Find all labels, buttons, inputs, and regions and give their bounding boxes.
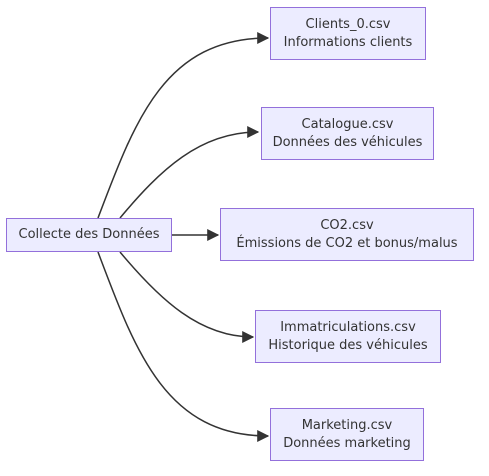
target-node-marketing[interactable]: Marketing.csv Données marketing [270, 408, 424, 461]
target-node-title: CO2.csv [320, 217, 374, 233]
target-node-subtitle: Données des véhicules [272, 134, 423, 150]
target-node-catalogue[interactable]: Catalogue.csv Données des véhicules [261, 107, 434, 160]
edge-to-catalogue [119, 126, 260, 219]
target-node-title: Catalogue.csv [301, 116, 394, 132]
target-node-subtitle: Données marketing [283, 435, 411, 451]
edge-to-immatriculations [119, 251, 255, 343]
edge-to-marketing [97, 251, 270, 442]
target-node-title: Immatriculations.csv [280, 319, 416, 335]
target-node-title: Marketing.csv [301, 417, 393, 433]
target-node-subtitle: Informations clients [283, 34, 413, 50]
target-node-immatriculations[interactable]: Immatriculations.csv Historique des véhi… [255, 310, 441, 363]
edge-to-clients [97, 32, 270, 219]
source-node-label: Collecte des Données [18, 227, 160, 242]
target-node-subtitle: Historique des véhicules [268, 337, 428, 353]
target-node-co2[interactable]: CO2.csv Émissions de CO2 et bonus/malus [220, 208, 474, 261]
source-node[interactable]: Collecte des Données [6, 218, 172, 252]
target-node-title: Clients_0.csv [305, 16, 391, 32]
target-node-clients[interactable]: Clients_0.csv Informations clients [270, 7, 426, 60]
target-node-subtitle: Émissions de CO2 et bonus/malus [236, 235, 458, 251]
